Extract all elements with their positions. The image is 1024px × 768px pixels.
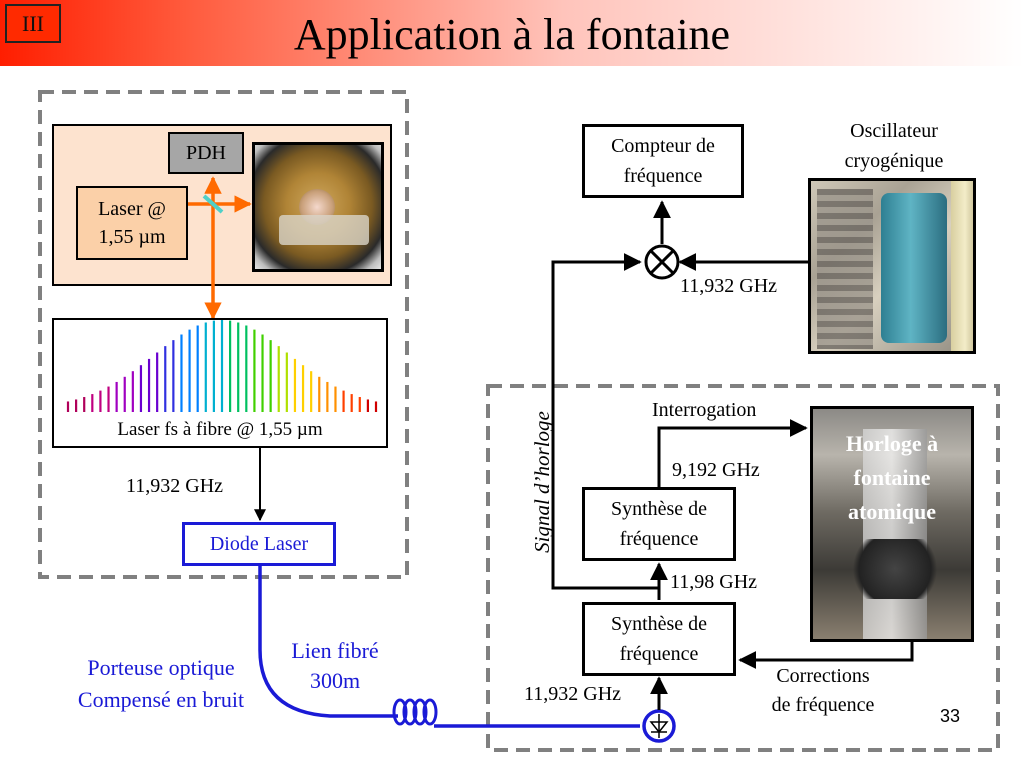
synth1-line2: fréquence [619,528,699,550]
page-number: 33 [940,706,961,726]
fountain-line2: fontaine [853,465,931,490]
diode-laser-box: Diode Laser [182,522,336,566]
cryo-line1: Oscillateur [850,120,938,142]
clock-signal-label: Signal d’horloge [528,392,556,572]
clock-signal-text: Signal d’horloge [530,411,554,553]
frequency-counter-box: Compteur de fréquence [582,124,744,198]
cryo-frequency-label: 11,932 GHz [680,275,778,297]
freq-9192-label: 9,192 GHz [672,459,760,481]
comb-frequency-label: 11,932 GHz [126,475,224,497]
title-bar [0,0,1024,66]
comb-caption: Laser fs à fibre @ 1,55 µm [117,419,323,440]
synth2-line1: Synthèse de [610,613,708,635]
fiber-link [258,565,398,718]
corrections-line [738,642,914,669]
frequency-synthesizer-1: Synthèse de fréquence [582,487,736,561]
frequency-synthesizer-2: Synthèse de fréquence [582,602,736,676]
freq-1198-label: 11,98 GHz [670,571,758,593]
section-badge: III [5,4,61,43]
cryostat-tank-icon [881,193,947,343]
fountain-line3: atomique [848,499,936,524]
synth2-line2: fréquence [619,643,699,665]
optical-carrier-label: Porteuse optique Compensé en bruit [50,652,272,716]
cryo-oscillator-label: Oscillateur cryogénique [812,116,976,176]
fountain-label: Horloge à fontaine atomique [813,427,971,529]
fountain-optics-icon [843,539,947,599]
pdh-box: PDH [168,132,244,174]
laser-label-line1: Laser @ [98,198,166,220]
interrogation-line [657,419,808,487]
pdh-label: PDH [185,142,226,164]
mixer-icon [644,244,680,280]
counter-line1: Compteur de [611,135,715,157]
cryo-line2: cryogénique [844,150,944,172]
carrier-line1: Porteuse optique [87,655,235,680]
optical-cavity-photo [252,142,384,272]
cavity-mount-icon [279,215,369,245]
diode-laser-label: Diode Laser [209,533,309,555]
fountain-vacuum-chamber-icon [863,429,927,639]
fiber-spool [392,698,438,726]
electronics-rack-icon [817,189,873,349]
corrections-line1: Corrections [776,665,870,687]
comb-spectrum-chart [66,320,378,412]
synth1-line1: Synthèse de [610,498,708,520]
beam-splitter-icon [202,194,224,214]
insulation-foil-icon [951,181,973,351]
fiber-link-label: Lien fibré 300m [272,636,398,696]
clock-signal-line [551,253,659,590]
laser-155-box: Laser @ 1,55 µm [76,186,188,260]
laser-label-line2: 1,55 µm [98,226,166,248]
atomic-fountain-photo: Horloge à fontaine atomique [810,406,974,642]
corrections-line2: de fréquence [771,694,875,716]
frequency-comb-panel: Laser fs à fibre @ 1,55 µm [52,318,388,448]
fountain-line1: Horloge à [845,431,939,456]
clock-frame [486,384,1000,752]
cryogenic-oscillator-photo [808,178,976,354]
slide-title: Application à la fontaine [293,10,731,59]
fiber-link-line1: Lien fibré [291,638,379,663]
fiber-link-line2: 300m [309,668,361,693]
carrier-line2: Compensé en bruit [77,687,245,712]
corrections-label: Corrections de fréquence [748,662,898,720]
photodiode-frequency-label: 11,932 GHz [524,683,622,705]
interrogation-label: Interrogation [652,399,757,421]
photodiode-icon [642,709,676,743]
counter-line2: fréquence [623,165,703,187]
optical-frame [38,90,409,579]
